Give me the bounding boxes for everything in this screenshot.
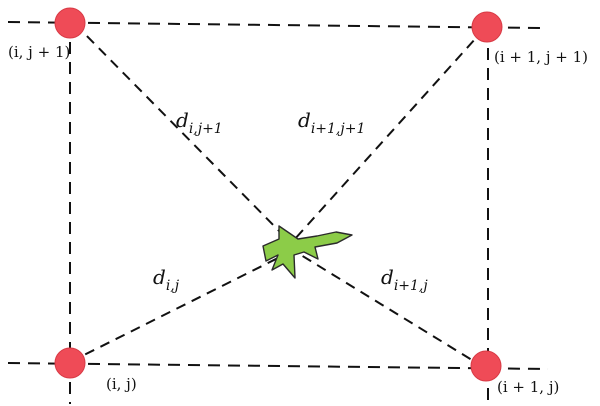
- top-grid-line: [7, 21, 541, 29]
- distance-label-bottom-left: di,j: [153, 265, 180, 294]
- distance-label-top-right: di+1,j+1: [298, 108, 365, 137]
- node-label-top-right: (i + 1, j + 1): [494, 48, 588, 66]
- distance-labels: di,j+1 di+1,j+1 di,j di+1,j: [153, 108, 428, 294]
- node-top-left: [54, 7, 86, 39]
- distance-line-top-left: [74, 23, 291, 243]
- node-top-right: [471, 11, 503, 43]
- node-bottom-right: [470, 350, 502, 382]
- distance-lines: [69, 23, 486, 369]
- node-label-top-left: (i, j + 1): [8, 43, 70, 61]
- fighter-jet-icon: [262, 225, 353, 279]
- distance-symbol-top-left: d: [176, 108, 189, 132]
- grid-lines: [7, 21, 549, 404]
- distance-subscript-top-right: i+1,j+1: [311, 121, 366, 137]
- distance-label-top-left: di,j+1: [176, 108, 223, 137]
- distance-symbol-top-right: d: [298, 108, 311, 132]
- distance-subscript-top-left: i,j+1: [189, 121, 223, 137]
- distance-label-bottom-right: di+1,j: [381, 265, 428, 294]
- distance-subscript-bottom-right: i+1,j: [394, 278, 429, 294]
- grid-nodes: [54, 7, 503, 382]
- distance-symbol-bottom-left: d: [153, 265, 166, 289]
- node-labels: (i, j + 1) (i + 1, j + 1) (i, j) (i + 1,…: [8, 43, 588, 396]
- distance-line-bottom-left: [69, 251, 291, 363]
- node-label-bottom-left: (i, j): [106, 375, 137, 393]
- distance-line-top-right: [293, 27, 486, 241]
- node-label-bottom-right: (i + 1, j): [497, 378, 559, 396]
- node-bottom-left: [54, 347, 86, 379]
- distance-subscript-bottom-left: i,j: [166, 278, 180, 294]
- distance-line-bottom-right: [295, 251, 486, 369]
- distance-symbol-bottom-right: d: [381, 265, 394, 289]
- bottom-grid-line: [7, 362, 549, 370]
